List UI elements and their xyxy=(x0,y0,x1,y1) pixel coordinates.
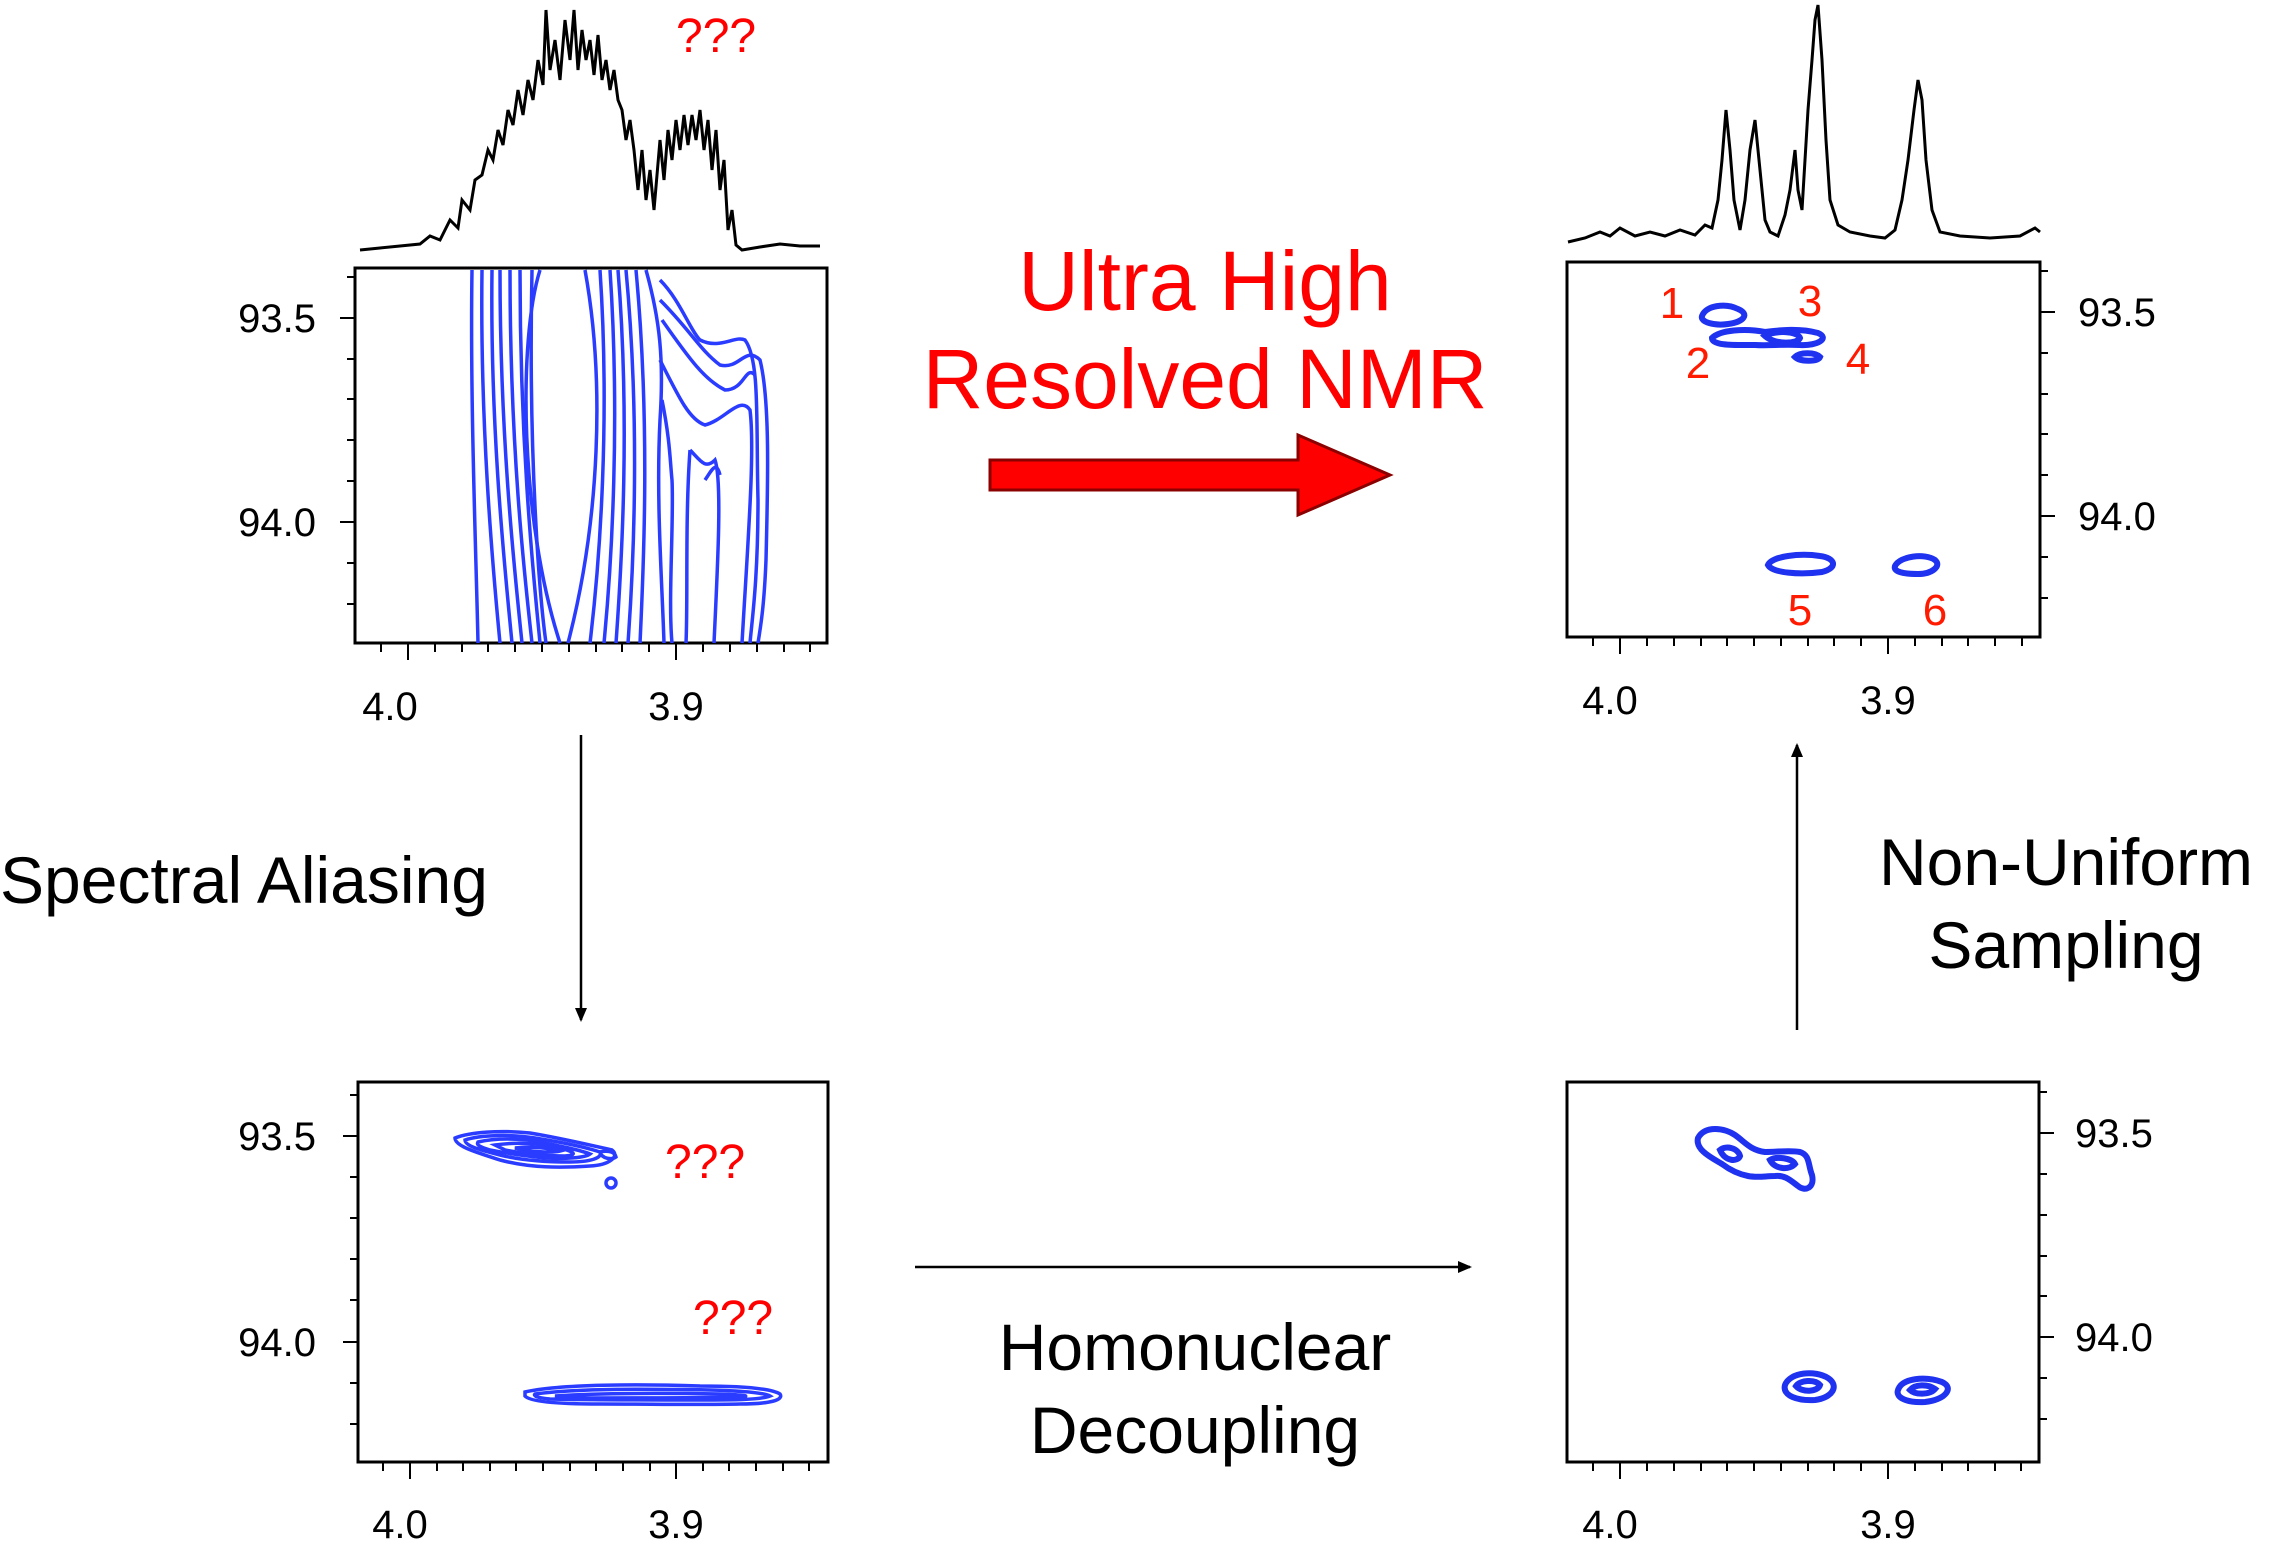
panel-bottom-left: ??? ??? 93.5 94.0 xyxy=(238,1080,830,1547)
plot-frame-bottom-right xyxy=(1565,1080,2041,1464)
peak-label-1: 1 xyxy=(1660,279,1684,328)
y-axis-top-left: 93.5 94.0 xyxy=(238,276,355,605)
unknown-annotation: ??? xyxy=(665,1136,745,1189)
y-tick-label: 93.5 xyxy=(2078,291,2156,335)
peak-label-6: 6 xyxy=(1923,586,1947,635)
contours-bottom-right xyxy=(1694,1126,1951,1406)
x-tick-label: 4.0 xyxy=(362,685,418,729)
y-tick-label: 94.0 xyxy=(2075,1316,2153,1360)
x-axis-top-left: 4.0 3.9 xyxy=(362,643,811,729)
title-line-2: Resolved NMR xyxy=(923,332,1488,426)
plot-frame-top-right xyxy=(1565,260,2042,639)
projection-spectrum-top-right xyxy=(1567,4,2041,244)
x-tick-label: 3.9 xyxy=(1860,1503,1916,1547)
unknown-annotation: ??? xyxy=(676,10,756,63)
y-axis-bottom-left: 93.5 94.0 xyxy=(238,1094,358,1425)
unknown-annotation: ??? xyxy=(693,1292,773,1345)
x-axis-bottom-right: 4.0 3.9 xyxy=(1582,1462,2022,1547)
x-tick-label: 3.9 xyxy=(648,1503,704,1547)
contours-top-left xyxy=(469,269,770,644)
panel-top-right: 1 2 3 4 5 6 93.5 94.0 xyxy=(1565,4,2156,723)
x-axis-bottom-left: 4.0 3.9 xyxy=(372,1462,810,1547)
contours-bottom-left xyxy=(453,1129,783,1407)
y-tick-label: 93.5 xyxy=(2075,1112,2153,1156)
y-tick-label: 94.0 xyxy=(238,1321,316,1365)
y-tick-label: 93.5 xyxy=(238,1115,316,1159)
caption-nus-line-2: Sampling xyxy=(1928,908,2203,982)
peak-label-2: 2 xyxy=(1686,339,1710,388)
x-tick-label: 4.0 xyxy=(1582,1503,1638,1547)
peak-label-4: 4 xyxy=(1846,335,1870,384)
panel-bottom-right: 93.5 94.0 4.0 3.9 xyxy=(1565,1080,2153,1547)
y-tick-label: 94.0 xyxy=(238,501,316,545)
x-tick-label: 3.9 xyxy=(1860,679,1916,723)
x-tick-label: 3.9 xyxy=(648,685,704,729)
plot-frame-bottom-left xyxy=(356,1080,830,1464)
ultra-high-resolved-title: Ultra High Resolved NMR xyxy=(923,234,1488,426)
x-tick-label: 4.0 xyxy=(1582,679,1638,723)
caption-spectral-aliasing: Spectral Aliasing xyxy=(0,843,488,917)
peak-label-3: 3 xyxy=(1798,277,1822,326)
peak-labels: 1 2 3 4 5 6 xyxy=(1660,277,1947,635)
contours-top-right xyxy=(1698,302,1941,578)
peak-label-5: 5 xyxy=(1788,586,1812,635)
caption-homonuclear-line-2: Decoupling xyxy=(1030,1393,1360,1467)
x-axis-top-right: 4.0 3.9 xyxy=(1582,637,2023,723)
x-tick-label: 4.0 xyxy=(372,1503,428,1547)
title-line-1: Ultra High xyxy=(1018,234,1391,328)
projection-spectrum-top-left xyxy=(359,9,820,252)
y-axis-bottom-right: 93.5 94.0 xyxy=(2039,1091,2153,1420)
y-tick-label: 94.0 xyxy=(2078,495,2156,539)
red-arrow xyxy=(988,432,1394,518)
y-tick-label: 93.5 xyxy=(238,297,316,341)
y-axis-top-right: 93.5 94.0 xyxy=(2040,270,2156,599)
caption-homonuclear-line-1: Homonuclear xyxy=(999,1310,1392,1384)
panel-top-left: ??? xyxy=(238,9,829,729)
caption-nus-line-1: Non-Uniform xyxy=(1879,825,2253,899)
